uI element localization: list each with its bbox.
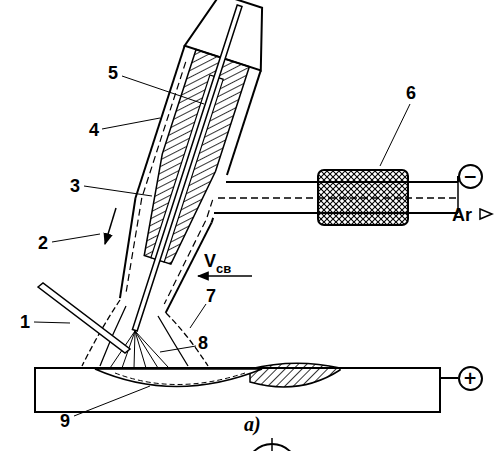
torch-body bbox=[97, 0, 279, 343]
callout-number: 9 bbox=[60, 412, 70, 430]
figure-tag: a) bbox=[244, 414, 261, 434]
speed-subscript: св bbox=[216, 262, 231, 275]
callout-number: 4 bbox=[89, 121, 99, 139]
gas-inlet-mark bbox=[480, 209, 492, 219]
terminal-plus: + bbox=[458, 366, 483, 391]
callout-number: 8 bbox=[198, 334, 208, 352]
callout-number: 5 bbox=[108, 64, 118, 82]
workpiece bbox=[35, 368, 440, 412]
weld-bead bbox=[250, 363, 340, 387]
welding-arc bbox=[110, 331, 168, 368]
terminal-minus: − bbox=[458, 164, 483, 189]
callout-number: 2 bbox=[38, 234, 48, 252]
callout-number: 6 bbox=[406, 84, 416, 102]
gas-arrow bbox=[105, 208, 116, 244]
terminal-sign: − bbox=[463, 168, 477, 185]
ground-wire bbox=[440, 377, 458, 379]
gas-name: Ar bbox=[452, 206, 472, 224]
callout-number: 1 bbox=[20, 313, 30, 331]
speed-symbol: V bbox=[204, 252, 216, 270]
terminal-sign: + bbox=[463, 370, 477, 387]
pool-line bbox=[115, 373, 245, 385]
filler-rod bbox=[38, 283, 130, 353]
callout-number: 7 bbox=[206, 287, 216, 305]
callout-number: 3 bbox=[70, 177, 80, 195]
torch-handle bbox=[214, 170, 492, 225]
leader-lines bbox=[34, 76, 410, 416]
travel-arrow bbox=[198, 275, 252, 277]
tungsten-electrode bbox=[132, 5, 242, 331]
weld-pool bbox=[95, 369, 262, 387]
